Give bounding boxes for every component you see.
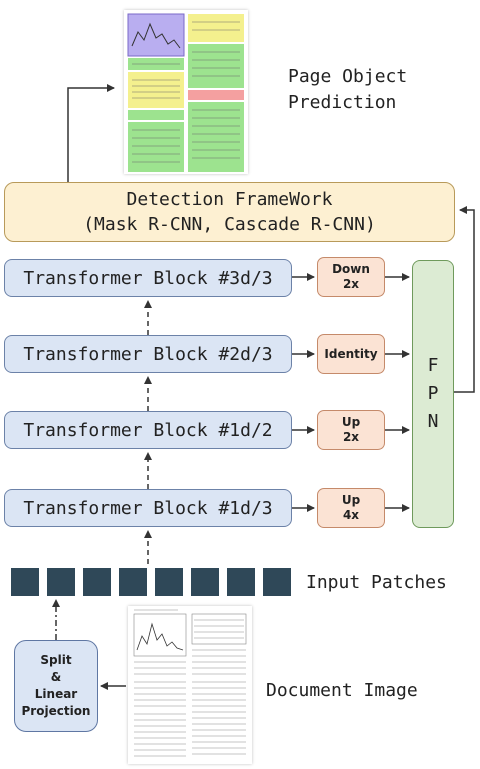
arrow-detection-to-prediction (67, 84, 115, 182)
prediction-label-line1: Page Object (288, 66, 408, 87)
detection-line1: Detection FrameWork (126, 189, 333, 210)
input-patch (119, 568, 147, 596)
input-patch (155, 568, 183, 596)
transformer-block-1b: Transformer Block #1d/2 (4, 411, 292, 449)
input-patch (191, 568, 219, 596)
input-patch (227, 568, 255, 596)
document-image-label: Document Image (266, 680, 418, 701)
transformer-block-3: Transformer Block #3d/3 (4, 259, 292, 297)
page-object-prediction-label: Page Object Prediction (288, 64, 407, 116)
input-patch (83, 568, 111, 596)
module-up-4x: Up 4x (317, 488, 385, 528)
transformer-block-2: Transformer Block #2d/3 (4, 335, 292, 373)
input-patch (47, 568, 75, 596)
module-up-2x: Up 2x (317, 410, 385, 450)
arrow-fpn-to-detection (454, 206, 475, 393)
transformer-block-1: Transformer Block #1d/3 (4, 489, 292, 527)
input-patches-label: Input Patches (306, 572, 447, 593)
prediction-label-line2: Prediction (288, 92, 397, 113)
predicted-page-illustration (127, 13, 244, 172)
module-identity: Identity (317, 334, 385, 374)
fpn-box: F P N (412, 260, 454, 528)
input-patch (11, 568, 39, 596)
input-patch (263, 568, 291, 596)
predicted-page-thumbnail (124, 10, 248, 174)
document-illustration (133, 609, 247, 757)
split-linear-projection-box: Split & Linear Projection (14, 640, 98, 732)
document-image-thumbnail (128, 606, 252, 764)
module-down-2x: Down 2x (317, 257, 385, 297)
detection-line2: (Mask R-CNN, Cascade R-CNN) (83, 214, 376, 235)
detection-framework-box: Detection FrameWork (Mask R-CNN, Cascade… (4, 182, 455, 242)
